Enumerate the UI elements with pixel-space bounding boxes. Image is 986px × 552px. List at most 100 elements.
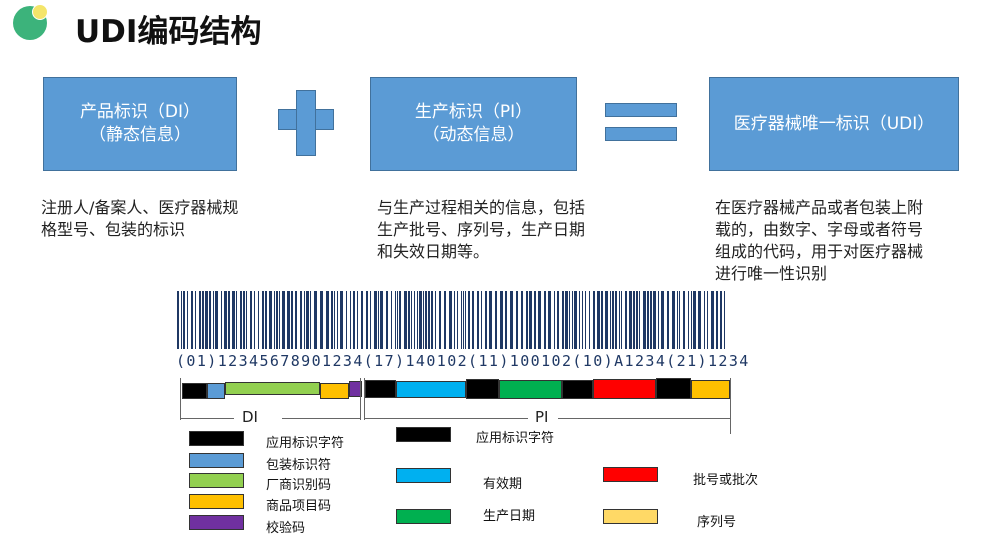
barcode-bar	[199, 291, 201, 349]
barcode-bar	[300, 291, 302, 349]
barcode-bar	[408, 291, 410, 349]
legend-swatch-item	[189, 494, 244, 509]
legend-label-serial: 序列号	[697, 515, 737, 530]
barcode-bar	[589, 291, 590, 349]
page-title: UDI编码结构	[75, 14, 262, 50]
barcode-image	[177, 291, 725, 349]
barcode-bar	[439, 291, 441, 349]
barcode-bar	[481, 291, 482, 349]
barcode-bar	[572, 291, 573, 349]
legend-label-item: 商品项目码	[266, 499, 332, 514]
seg-serial-number	[691, 380, 730, 399]
barcode-bar	[526, 291, 528, 349]
barcode-bar	[716, 291, 718, 349]
legend-label-expiry: 有效期	[483, 477, 523, 492]
legend-label-check: 校验码	[266, 521, 306, 536]
barcode-bar	[262, 291, 264, 349]
pi-description: 与生产过程相关的信息，包括 生产批号、序列号，生产日期 和失效日期等。	[377, 197, 637, 263]
barcode-bar	[337, 291, 338, 349]
barcode-bar	[698, 291, 701, 349]
seg-di-ai	[182, 383, 207, 399]
legend-swatch-serial	[603, 509, 658, 524]
barcode-bar	[667, 291, 669, 349]
barcode-bar	[425, 291, 427, 349]
barcode-bar	[677, 291, 678, 349]
barcode-digits: (01)12345678901234(17)140102(11)100102(1…	[176, 352, 750, 370]
barcode-bar	[366, 291, 368, 349]
di-box-line1: 产品标识（DI）	[79, 102, 201, 122]
legend-swatch-expiry	[396, 468, 451, 483]
udi-desc-line: 载的，由数字、字母或者符号	[715, 220, 924, 239]
barcode-bar	[529, 291, 532, 349]
barcode-bar	[534, 291, 536, 349]
udi-desc-line: 进行唯一性识别	[715, 264, 828, 283]
barcode-bar	[569, 291, 570, 349]
seg-production-date	[499, 380, 562, 399]
barcode-bar	[269, 291, 272, 349]
barcode-bar	[397, 291, 398, 349]
seg-expiry-date	[396, 381, 466, 398]
plus-icon-center	[297, 110, 315, 129]
barcode-bar	[181, 291, 182, 349]
barcode-bar	[177, 291, 179, 349]
barcode-bar	[183, 291, 185, 349]
barcode-bar	[521, 291, 523, 349]
barcode-bar	[582, 291, 583, 349]
barcode-bar	[411, 291, 412, 349]
barcode-bar	[254, 291, 255, 349]
barcode-bar	[423, 291, 424, 349]
pi-desc-line: 生产批号、序列号，生产日期	[377, 220, 586, 239]
seg-package-indicator	[207, 383, 225, 399]
barcode-bar	[224, 291, 227, 349]
barcode-bar	[661, 291, 664, 349]
udi-description: 在医疗器械产品或者包装上附 载的，由数字、字母或者符号 组成的代码，用于对医疗器…	[715, 197, 975, 285]
pi-box-line1: 生产标识（PI）	[414, 102, 533, 122]
seg-pi-ai-21	[656, 378, 691, 399]
barcode-bar	[404, 291, 407, 349]
barcode-bar	[395, 291, 396, 349]
barcode-bar	[282, 291, 285, 349]
legend-label-package: 包装标识符	[266, 458, 332, 473]
di-bracket-label: DI	[242, 408, 258, 426]
barcode-bar	[274, 291, 275, 349]
barcode-bar	[505, 291, 507, 349]
barcode-bar	[331, 291, 333, 349]
seg-company-prefix	[225, 382, 320, 395]
legend-label-production: 生产日期	[483, 509, 536, 524]
equals-icon-top	[605, 103, 677, 117]
barcode-bar	[707, 291, 708, 349]
legend-swatch-check	[189, 515, 244, 530]
barcode-bar	[636, 291, 638, 349]
barcode-bar	[414, 291, 415, 349]
legend-swatch-package	[189, 453, 244, 468]
barcode-bar	[195, 291, 196, 349]
barcode-bar	[693, 291, 696, 349]
barcode-bar	[350, 291, 351, 349]
barcode-bar	[724, 291, 725, 349]
barcode-bar	[720, 291, 722, 349]
barcode-bar	[605, 291, 608, 349]
legend-label-company: 厂商识别码	[266, 478, 332, 493]
pi-desc-line: 与生产过程相关的信息，包括	[377, 198, 586, 217]
barcode-bar	[711, 291, 714, 349]
barcode-bar	[444, 291, 446, 349]
barcode-bar	[633, 291, 635, 349]
barcode-bar	[468, 291, 470, 349]
barcode-bar	[386, 291, 388, 349]
barcode-bar	[643, 291, 646, 349]
barcode-bar	[601, 291, 603, 349]
barcode-bar	[265, 291, 267, 349]
barcode-bar	[465, 291, 466, 349]
barcode-bar	[472, 291, 474, 349]
barcode-bar	[597, 291, 600, 349]
udi-box-line1: 医疗器械唯一标识（UDI）	[733, 113, 935, 134]
barcode-bar	[672, 291, 675, 349]
barcode-bar	[243, 291, 245, 349]
barcode-bar	[593, 291, 595, 349]
barcode-bar	[538, 291, 541, 349]
barcode-bar	[650, 291, 652, 349]
di-desc-line: 格型号、包装的标识	[41, 220, 186, 239]
seg-pi-ai-17	[365, 380, 396, 398]
barcode-bar	[629, 291, 632, 349]
pi-bracket-bottom-right	[558, 418, 730, 419]
